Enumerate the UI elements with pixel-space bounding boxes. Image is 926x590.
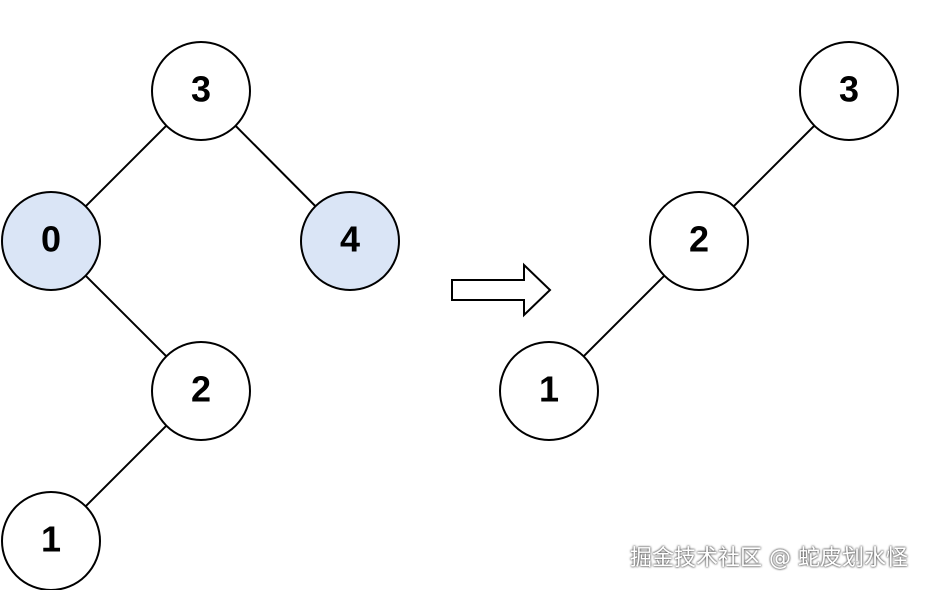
nodes-layer: 3 0 4 2 1 3 2 1 [1,41,899,590]
tree-node-before-2: 2 [151,341,251,441]
node-circle [300,191,400,291]
node-circle [1,491,101,590]
edges-layer [84,124,816,508]
node-label: 3 [191,69,211,110]
tree-node-before-0: 0 [1,191,101,291]
node-circle [499,341,599,441]
node-label: 2 [191,369,211,410]
node-label: 4 [340,219,360,260]
node-circle [649,191,749,291]
tree-node-before-3: 3 [151,41,251,141]
edge-before-n3-n4 [234,125,317,207]
tree-node-after-3: 3 [799,41,899,141]
watermark: 掘金技术社区 @ 蛇皮划水怪 [630,546,908,571]
node-label: 1 [539,369,559,410]
edge-before-n0-n2 [84,274,168,358]
transform-arrow-icon [451,262,552,318]
tree-node-before-1: 1 [1,491,101,590]
edge-before-n2-n1 [84,424,168,508]
edge-after-m2-m1 [582,274,666,358]
tree-node-after-1: 1 [499,341,599,441]
edge-before-n3-n0 [84,124,168,208]
tree-node-before-4: 4 [300,191,400,291]
node-circle [151,341,251,441]
node-label: 1 [41,519,61,560]
node-label: 2 [689,219,709,260]
tree-node-after-2: 2 [649,191,749,291]
node-label: 0 [41,219,61,260]
node-circle [799,41,899,141]
node-label: 3 [839,69,859,110]
edge-after-m3-m2 [732,124,816,208]
node-circle [1,191,101,291]
node-circle [151,41,251,141]
